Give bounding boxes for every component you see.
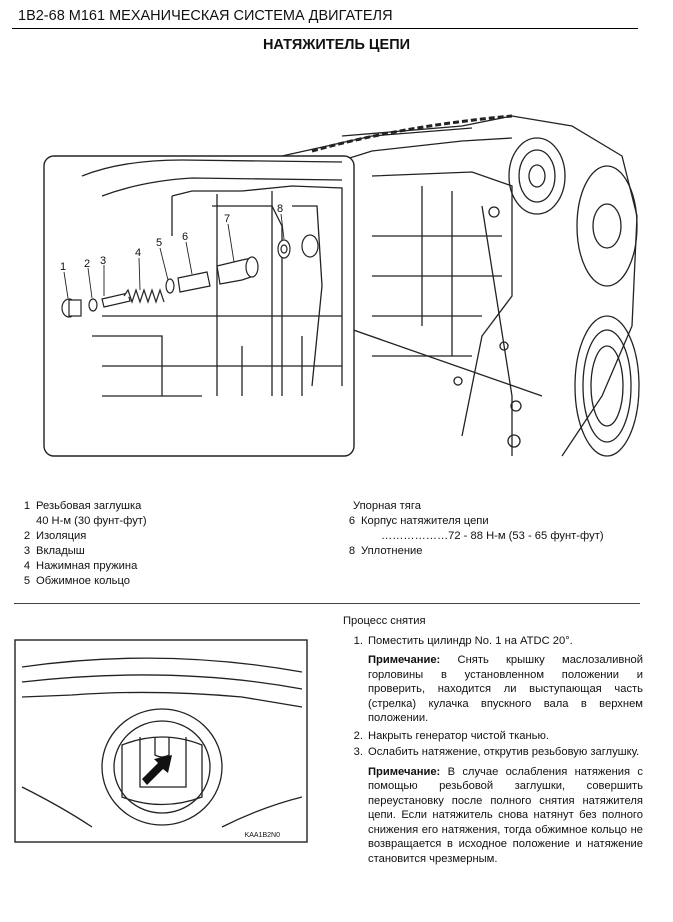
callout-1: 1 — [60, 261, 66, 273]
callout-6: 6 — [182, 231, 188, 243]
legend-item: Упорная тяга — [353, 500, 421, 512]
procedure-step: 2.Накрыть генератор чистой тканью. — [353, 729, 549, 742]
procedure-note: Примечание: Снять крышку маслозаливной г… — [368, 654, 643, 724]
section-divider — [14, 603, 640, 604]
removal-procedure: Процесс снятия 1.Поместить цилиндр No. 1… — [343, 614, 643, 869]
header-text: 1B2-68 M161 МЕХАНИЧЕСКАЯ СИСТЕМА ДВИГАТЕ… — [18, 8, 393, 24]
callout-2: 2 — [84, 258, 90, 270]
page-header: 1B2-68 M161 МЕХАНИЧЕСКАЯ СИСТЕМА ДВИГАТЕ… — [12, 6, 638, 29]
chain-tensioner-illustration: 1 2 3 4 5 6 7 8 — [43, 114, 640, 457]
procedure-step: 1.Поместить цилиндр No. 1 на ATDC 20°. — [353, 634, 573, 647]
callout-4: 4 — [135, 247, 141, 259]
page-title: НАТЯЖИТЕЛЬ ЦЕПИ — [262, 37, 411, 53]
figure-code: KAA1B2N0 — [245, 832, 281, 839]
legend-item: 40 Н-м (30 фунт-фут) — [36, 515, 147, 527]
procedure-step: 3.Ослабить натяжение, открутив резьбовую… — [353, 746, 640, 758]
callout-5: 5 — [156, 237, 162, 249]
callout-8: 8 — [277, 203, 283, 215]
procedure-heading: Процесс снятия — [343, 615, 426, 627]
callout-7: 7 — [224, 213, 230, 225]
legend-item: ………………72 - 88 Н-м (53 - 65 фунт-фут) — [381, 530, 604, 542]
procedure-note: Примечание: В случае ослабления натяжени… — [368, 765, 643, 865]
oil-filler-illustration: KAA1B2N0 — [14, 639, 308, 843]
callout-3: 3 — [100, 255, 106, 267]
